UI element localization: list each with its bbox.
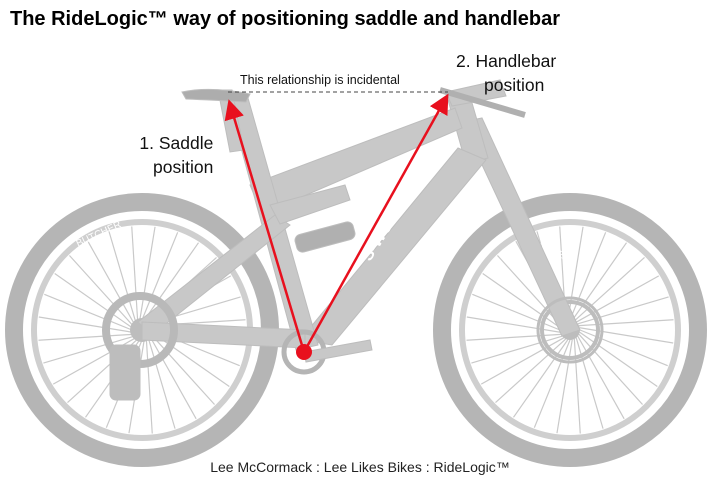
wheel-spoke bbox=[147, 337, 176, 429]
diagram-title: The RideLogic™ way of positioning saddle… bbox=[10, 8, 561, 30]
saddle-arrow bbox=[224, 99, 306, 353]
wheel-spoke bbox=[472, 293, 561, 331]
wheel-spoke bbox=[44, 293, 133, 331]
wheel-spoke bbox=[513, 339, 569, 418]
wheel-spoke bbox=[567, 226, 584, 321]
wheel-spoke bbox=[579, 331, 658, 387]
wheel-spoke bbox=[569, 232, 607, 321]
wheel-spoke bbox=[577, 335, 625, 420]
wheel-spoke bbox=[139, 226, 156, 321]
wheel-spoke bbox=[573, 257, 645, 322]
wheel-spoke bbox=[578, 333, 643, 405]
wheel-spoke bbox=[143, 242, 199, 321]
saddle-position-label: 1. Saddle position bbox=[131, 131, 213, 179]
wheel-spoke bbox=[578, 319, 674, 327]
wheel-spoke bbox=[38, 333, 134, 341]
wheel-spoke bbox=[579, 327, 674, 344]
handlebar-label-line1: 2. Handlebar bbox=[456, 51, 557, 71]
credit-text: Lee McCormack : Lee Likes Bikes : RideLo… bbox=[210, 459, 510, 475]
wheel-spoke bbox=[150, 333, 215, 405]
wheel-spoke bbox=[466, 333, 562, 341]
wheel-spoke bbox=[131, 226, 139, 322]
wheel-spoke bbox=[533, 339, 571, 428]
wheel-spoke bbox=[480, 337, 565, 385]
wheel-spoke bbox=[495, 338, 567, 403]
wheel-spoke bbox=[579, 329, 668, 367]
wheel-spoke bbox=[54, 273, 133, 329]
wheel-spoke bbox=[149, 335, 197, 420]
wheel-spoke bbox=[575, 337, 604, 429]
wheel-spoke bbox=[471, 335, 563, 364]
wheel-spoke bbox=[482, 273, 561, 329]
bottom-bracket-dot bbox=[296, 344, 312, 360]
wheel-spoke bbox=[575, 275, 660, 323]
wheel-spoke bbox=[466, 316, 561, 333]
wheel-spoke bbox=[573, 338, 581, 434]
wheel-spoke bbox=[497, 255, 562, 327]
wheel-spoke bbox=[87, 240, 135, 325]
wheel-spoke bbox=[145, 338, 153, 434]
bike-frame bbox=[102, 79, 604, 401]
saddle-label-line2: position bbox=[153, 157, 214, 177]
incidental-label: This relationship is incidental bbox=[240, 73, 400, 87]
wheel-spoke bbox=[38, 316, 133, 333]
wheel-spoke bbox=[43, 335, 135, 364]
handlebar-arrow bbox=[302, 93, 449, 353]
wheel-spoke bbox=[141, 232, 179, 321]
wheel-spoke bbox=[571, 242, 627, 321]
wheel-spoke bbox=[577, 296, 669, 325]
handlebar-label-line2: position bbox=[484, 75, 545, 95]
wheel-spoke bbox=[556, 339, 573, 434]
handlebar-position-label: 2. Handlebar position bbox=[456, 49, 556, 97]
saddle-label-line1: 1. Saddle bbox=[139, 133, 214, 153]
wheel-spoke bbox=[108, 231, 137, 323]
wheel-spoke bbox=[69, 255, 134, 327]
